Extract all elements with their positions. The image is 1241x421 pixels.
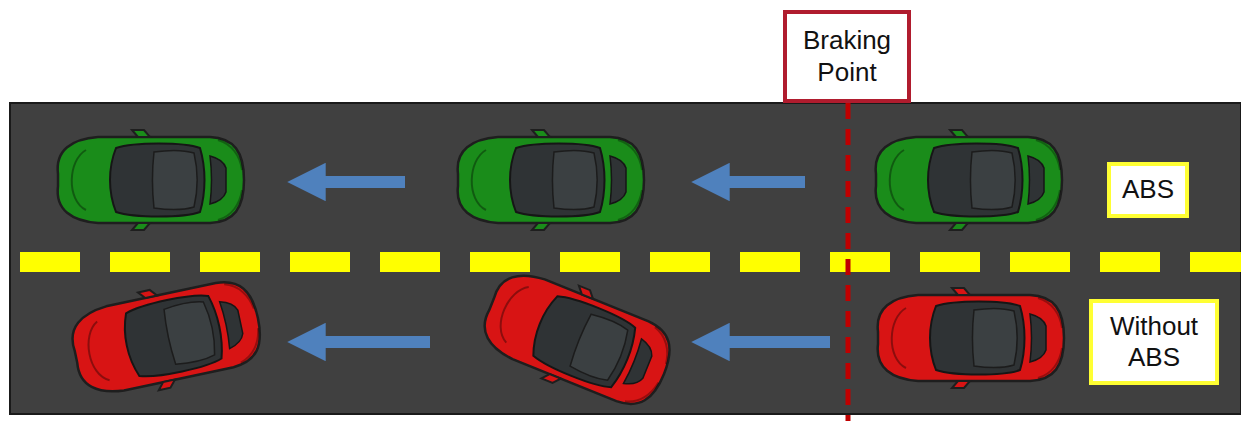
- box-label: Braking Point: [795, 25, 899, 87]
- motion-arrow: [318, 182, 830, 342]
- center-line: [20, 252, 1241, 272]
- braking-point-box: Braking Point: [783, 10, 911, 103]
- box-label: Without ABS: [1101, 311, 1207, 373]
- lane-label-box: Without ABS: [1089, 299, 1219, 385]
- lane-label-box: ABS: [1107, 162, 1189, 218]
- car-abs: [58, 130, 1062, 230]
- braking-line: [846, 103, 851, 421]
- car-without-abs: [65, 258, 1064, 421]
- box-label: ABS: [1122, 174, 1174, 205]
